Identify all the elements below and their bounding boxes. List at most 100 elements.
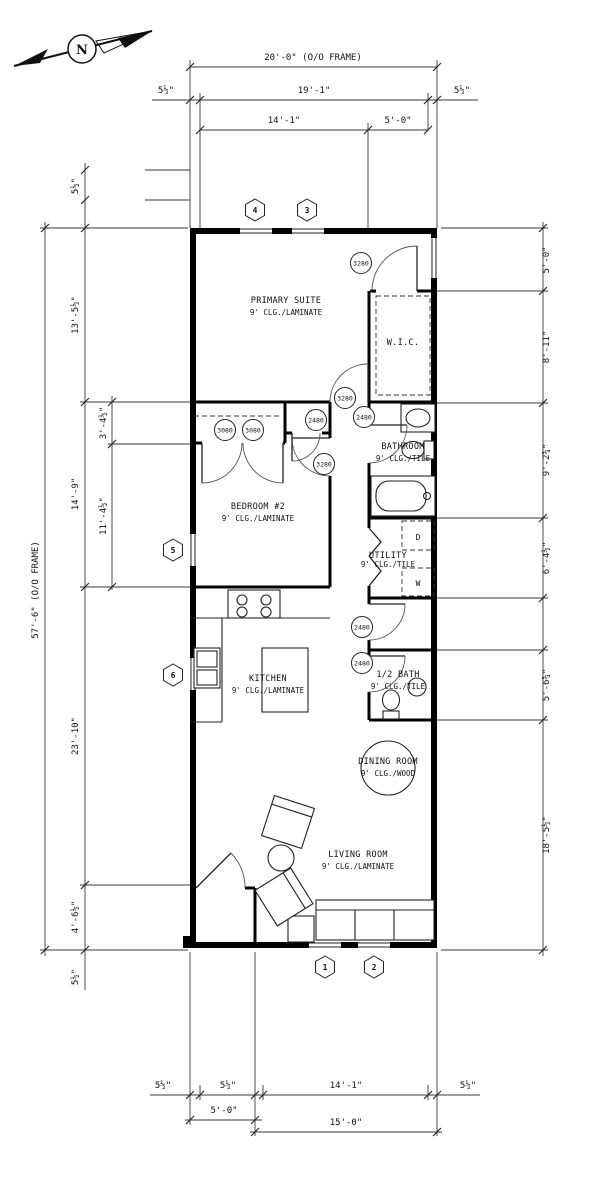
dim-top-wall-left: 5½" (158, 85, 174, 96)
half-bath-door-swing (368, 655, 406, 693)
dim-left-entry: 4'-6½" (70, 901, 81, 934)
dim-left-kitchen: 23'-10" (71, 717, 81, 755)
accent-chair (254, 867, 314, 927)
dim-overall-height: 57'-6" (O/O FRAME) (31, 541, 41, 639)
dim-top-wall-right: 5½" (454, 85, 470, 96)
room-primary-suite: PRIMARY SUITE (251, 296, 321, 306)
door-tag (353, 406, 375, 428)
window-suite-nook (431, 238, 437, 278)
dim-right-wic: 8'-11" (542, 331, 552, 364)
window-2 (358, 942, 390, 948)
window-tag (163, 663, 183, 687)
door-tags: 3280 3280 2480 2480 3080 3080 3280 2480 … (214, 252, 375, 674)
window-1 (309, 942, 341, 948)
burner (236, 594, 248, 606)
door-tag-label: 3080 (217, 427, 233, 435)
room-dining: DINING ROOM (358, 757, 418, 767)
window-tag (297, 198, 317, 222)
dimension-lines (40, 60, 548, 1137)
linen-door-swing (291, 432, 321, 462)
door-tag-label: 2480 (356, 414, 372, 422)
door-tag (350, 252, 372, 274)
door-tag (305, 409, 327, 431)
door-tag (334, 387, 356, 409)
window-tag (245, 198, 265, 222)
closet-double-door-leaves (201, 443, 284, 483)
dim-left-suite: 13'-5½" (70, 296, 81, 334)
accent-chair (260, 794, 316, 850)
dim-bottom-seg: 14'-1" (330, 1081, 363, 1091)
room-labels: PRIMARY SUITE 9' CLG./LAMINATE W.I.C. BA… (222, 296, 431, 871)
dim-right-living: 18'-5½" (541, 816, 552, 854)
burner (236, 606, 248, 618)
dim-overall-width: 20'-0" (O/O FRAME) (264, 53, 362, 63)
door-tag-label: 3280 (337, 395, 353, 403)
front-door-swing (230, 852, 246, 889)
dim-left-eave: 5½" (70, 178, 81, 194)
dining-table (360, 740, 416, 796)
washer (401, 567, 435, 597)
dim-bottom-wall-right: 5½" (460, 1080, 476, 1091)
bathroom-door-swing (368, 424, 408, 464)
dim-top-inner: 19'-1" (298, 86, 331, 96)
dryer-label: D (416, 533, 421, 542)
half-bath-toilet-bowl (381, 689, 401, 711)
room-bathroom-spec: 9' CLG./TILE (376, 454, 431, 463)
window-tags: 4 3 5 6 1 2 (163, 198, 384, 979)
dim-bottom-living: 15'-0" (330, 1118, 363, 1128)
door-tag (351, 652, 373, 674)
fixtures: D W (183, 295, 436, 948)
window-tag (315, 955, 335, 979)
dimension-labels: 20'-0" (O/O FRAME) 5½" 19'-1" 5½" 14'-1"… (31, 53, 552, 1128)
dim-bottom-wall-mid: 5½" (220, 1080, 236, 1091)
compass-tail (14, 49, 48, 66)
kitchen-sink-bowl (196, 650, 218, 668)
room-wic: W.I.C. (387, 338, 420, 348)
room-primary-suite-spec: 9' CLG./LAMINATE (250, 308, 323, 317)
room-utility-spec: 9' CLG./TILE (361, 560, 416, 569)
side-table (287, 915, 315, 943)
wic-shelving (375, 295, 431, 396)
room-utility: UTILITY (369, 551, 407, 561)
dim-top-seg-left: 14'-1" (268, 116, 301, 126)
burner (260, 594, 272, 606)
compass-circle (67, 34, 97, 64)
dim-right-nook: 5'-0" (542, 246, 552, 273)
window-tag-label: 1 (323, 963, 328, 972)
dim-left-bedroom-outer: 14'-9" (71, 478, 81, 511)
room-bathroom: BATHROOM (381, 442, 424, 452)
door-tag (242, 419, 264, 441)
dim-bottom-entry: 5'-0" (210, 1106, 237, 1116)
kitchen-island (261, 647, 309, 713)
toilet-bowl (401, 440, 425, 460)
closet-double-door-swings (201, 442, 284, 484)
door-tag (351, 616, 373, 638)
bathroom-sink (405, 408, 431, 428)
kitchen-sink-bowl (196, 669, 218, 686)
dim-top-seg-right: 5'-0" (384, 116, 411, 126)
dim-left-closet: 3'-4½" (98, 407, 109, 440)
dim-right-utility: 6'-4½" (541, 542, 552, 575)
windows (187, 225, 439, 950)
window-tag-label: 2 (372, 963, 377, 972)
room-dining-spec: 9' CLG./WOOD (361, 769, 416, 778)
sofa (315, 899, 435, 941)
window-tag (163, 538, 183, 562)
dryer (401, 520, 435, 551)
front-door-leaf (195, 852, 232, 889)
corner-post (183, 936, 196, 948)
bathtub (370, 475, 436, 517)
dim-right-bathroom: 9'-2¾" (542, 444, 552, 477)
range (227, 589, 281, 619)
room-living-spec: 9' CLG./LAMINATE (322, 862, 395, 871)
window-tag-label: 5 (171, 546, 176, 555)
window-3 (292, 228, 324, 234)
room-kitchen-spec: 9' CLG./LAMINATE (232, 686, 305, 695)
half-bath-sink (407, 677, 427, 697)
dimension-ticks (40, 62, 548, 1137)
dim-bottom-wall-left: 5½" (155, 1080, 171, 1091)
north-arrow: N (13, 30, 153, 67)
interior-walls (190, 289, 437, 945)
kitchen-sink (193, 647, 221, 689)
walls (190, 228, 437, 948)
